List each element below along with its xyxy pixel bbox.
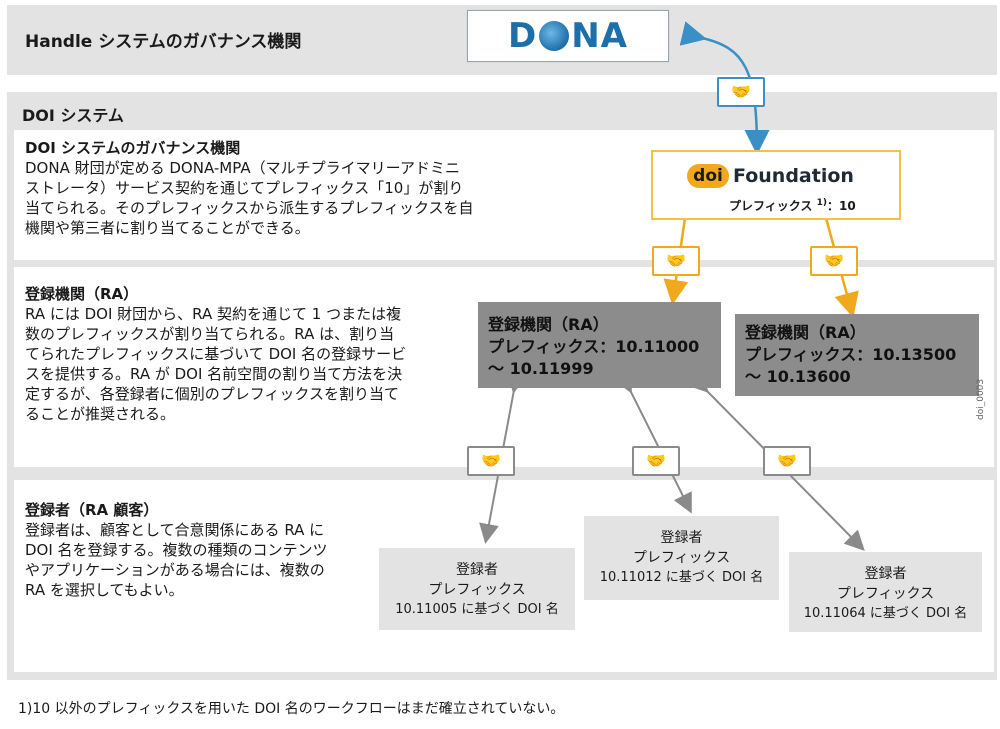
governance-title: DOI システムのガバナンス機関 <box>25 139 241 157</box>
registrant-1-prefix: プレフィックス <box>428 582 526 598</box>
dona-foundation-line <box>679 21 770 155</box>
doi-foundation-box: doi Foundation プレフィックス 1)：10 <box>651 150 901 220</box>
registrant-box-2: 登録者 プレフィックス 10.11012 に基づく DOI 名 <box>584 516 779 600</box>
registrant-3-title: 登録者 <box>864 566 907 582</box>
ra-line-2: 数のプレフィックスが割り当てられる。RA は、割り当 <box>25 325 395 343</box>
handshake-icon: 🤝 <box>632 446 680 476</box>
ra-box-1-prefix: プレフィックス：10.11000 <box>488 337 700 356</box>
handshake-icon: 🤝 <box>467 446 515 476</box>
registrant-box-1: 登録者 プレフィックス 10.11005 に基づく DOI 名 <box>379 548 575 630</box>
registrant-line-1: 登録者は、顧客として合意関係にある RA に <box>25 521 325 539</box>
ra-line-3: てられたプレフィックスに基づいて DOI 名の登録サービ <box>25 345 407 363</box>
ra-section-title: 登録機関（RA） <box>25 285 139 303</box>
governance-line-3: 当てられる。そのプレフィックスから派生するプレフィックスを自 <box>25 199 474 217</box>
handshake-icon: 🤝 <box>717 77 765 107</box>
ra-line-4: スを提供する。RA が DOI 名前空間の割り当て方法を決 <box>25 365 403 383</box>
registrant-1-title: 登録者 <box>456 562 498 578</box>
governance-line-1: DONA 財団が定める DONA-MPA（マルチプライマリーアドミニ <box>25 159 460 177</box>
figure-id-label: doi_0003 <box>976 378 986 420</box>
ra-line-6: ることが推奨される。 <box>25 405 176 423</box>
registrant-section-title: 登録者（RA 顧客） <box>25 501 159 519</box>
foundation-name: Foundation <box>733 165 854 187</box>
ra-box-1: 登録機関（RA） プレフィックス：10.11000 ～ 10.11999 <box>478 302 721 388</box>
governance-line-2: ストレータ）サービス契約を通じてプレフィックス「10」が割り <box>25 179 464 197</box>
registrant-1-note: 10.11005 に基づく DOI 名 <box>395 602 559 617</box>
governance-line-4: 機関や第三者に割り当てることができる。 <box>25 219 310 237</box>
ra-box-1-range: ～ 10.11999 <box>488 359 594 378</box>
ra-box-2-title: 登録機関（RA） <box>745 323 866 342</box>
registrant-line-3: やアプリケーションがある場合には、複数の <box>25 561 325 579</box>
registrant-3-prefix: プレフィックス <box>836 586 935 602</box>
registrant-3-note: 10.11064 に基づく DOI 名 <box>803 606 968 621</box>
dona-logo-na: NA <box>571 16 628 56</box>
registrant-2-title: 登録者 <box>660 530 703 546</box>
foundation-prefix-label: プレフィックス <box>729 199 813 213</box>
registrant-line-4: RA を選択してもよい。 <box>25 581 184 599</box>
doi-system-label: DOI システム <box>22 106 124 125</box>
registrant-line-2: DOI 名を登録する。複数の種類のコンテンツ <box>25 541 328 559</box>
registrant-2-prefix: プレフィックス <box>632 550 731 566</box>
globe-icon <box>539 21 570 51</box>
footnote-ref: 1) <box>816 198 827 208</box>
ra-line-1: RA には DOI 財団から、RA 契約を通じて 1 つまたは複 <box>25 305 402 323</box>
handshake-icon: 🤝 <box>763 446 811 476</box>
handshake-icon: 🤝 <box>652 246 700 276</box>
ra-line-5: 定するが、各登録者に個別のプレフィックスを割り当て <box>25 385 399 403</box>
doi-logo-badge: doi <box>687 164 729 188</box>
registrant-2-note: 10.11012 に基づく DOI 名 <box>599 570 764 585</box>
ra-box-2-range: ～ 10.13600 <box>745 367 851 386</box>
ra-box-2-prefix: プレフィックス：10.13500 <box>745 345 957 364</box>
handle-governance-title: Handle システムのガバナンス機関 <box>25 32 302 52</box>
dona-logo-d: D <box>507 16 538 56</box>
ra-box-1-title: 登録機関（RA） <box>488 315 609 334</box>
registrant-box-3: 登録者 プレフィックス 10.11064 に基づく DOI 名 <box>789 552 982 632</box>
footnote: 1)10 以外のプレフィックスを用いた DOI 名のワークフローはまだ確立されて… <box>18 701 565 717</box>
handshake-icon: 🤝 <box>810 246 858 276</box>
dona-logo: D NA <box>467 10 669 62</box>
foundation-prefix: プレフィックス 1)：10 <box>729 195 856 214</box>
foundation-prefix-value: ：10 <box>826 199 856 213</box>
ra-box-2: 登録機関（RA） プレフィックス：10.13500 ～ 10.13600 <box>735 314 979 396</box>
